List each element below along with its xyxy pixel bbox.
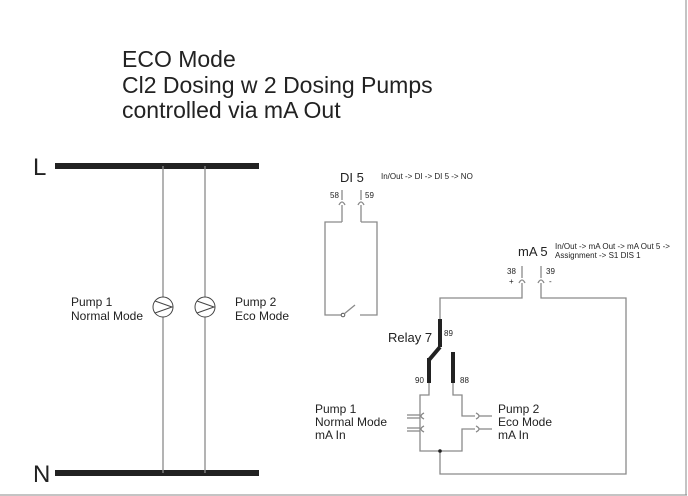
input-pump-1-signal: mA In xyxy=(315,428,346,442)
di5-label: DI 5 xyxy=(340,170,364,185)
input-pump-2-mode: Eco Mode xyxy=(498,415,552,429)
pump-1-symbol-icon xyxy=(152,296,174,318)
ma5-minus: - xyxy=(549,277,552,286)
di5-switch-icon xyxy=(340,304,356,318)
di5-circuit xyxy=(324,190,378,318)
ma5-plus: + xyxy=(509,277,514,286)
pump-1-branch xyxy=(152,166,174,473)
ma5-circuit xyxy=(439,266,627,475)
pump-2-name: Pump 2 xyxy=(235,295,277,309)
input-pump-2-name: Pump 2 xyxy=(498,402,540,416)
pump-1-connector-icon xyxy=(407,412,425,433)
ma5-path-line-1: In/Out -> mA Out -> mA Out 5 -> xyxy=(555,242,670,251)
ma5-terminal-38: 38 xyxy=(507,267,516,276)
live-label: L xyxy=(33,154,46,181)
di5-terminal-58: 58 xyxy=(330,191,339,200)
pump-1-name: Pump 1 xyxy=(71,295,113,309)
input-pump-1-name: Pump 1 xyxy=(315,402,357,416)
title-line-2: Cl2 Dosing w 2 Dosing Pumps xyxy=(122,72,433,98)
ma5-terminal-39: 39 xyxy=(546,267,555,276)
relay7-contact-icon xyxy=(427,319,455,383)
pump-2-connector-icon xyxy=(475,412,492,433)
pump-2-mode: Eco Mode xyxy=(235,309,289,323)
relay7-label: Relay 7 xyxy=(388,330,432,345)
ma5-path-line-2: Assignment -> S1 DIS 1 xyxy=(555,251,641,260)
relay7-terminal-88: 88 xyxy=(460,376,469,385)
title-line-1: ECO Mode xyxy=(122,46,236,72)
ma5-label: mA 5 xyxy=(518,244,548,259)
relay7-terminal-90: 90 xyxy=(415,376,424,385)
pump-1-mode: Normal Mode xyxy=(71,309,143,323)
ma-input-wiring xyxy=(407,383,492,453)
di5-path: In/Out -> DI -> DI 5 -> NO xyxy=(381,172,473,181)
pump-2-branch xyxy=(194,166,216,473)
title-line-3: controlled via mA Out xyxy=(122,97,341,123)
neutral-label: N xyxy=(33,461,50,488)
di5-terminal-59: 59 xyxy=(365,191,374,200)
input-pump-1-mode: Normal Mode xyxy=(315,415,387,429)
input-pump-2-signal: mA In xyxy=(498,428,529,442)
relay7-terminal-89: 89 xyxy=(444,329,453,338)
pump-2-symbol-icon xyxy=(194,296,216,318)
